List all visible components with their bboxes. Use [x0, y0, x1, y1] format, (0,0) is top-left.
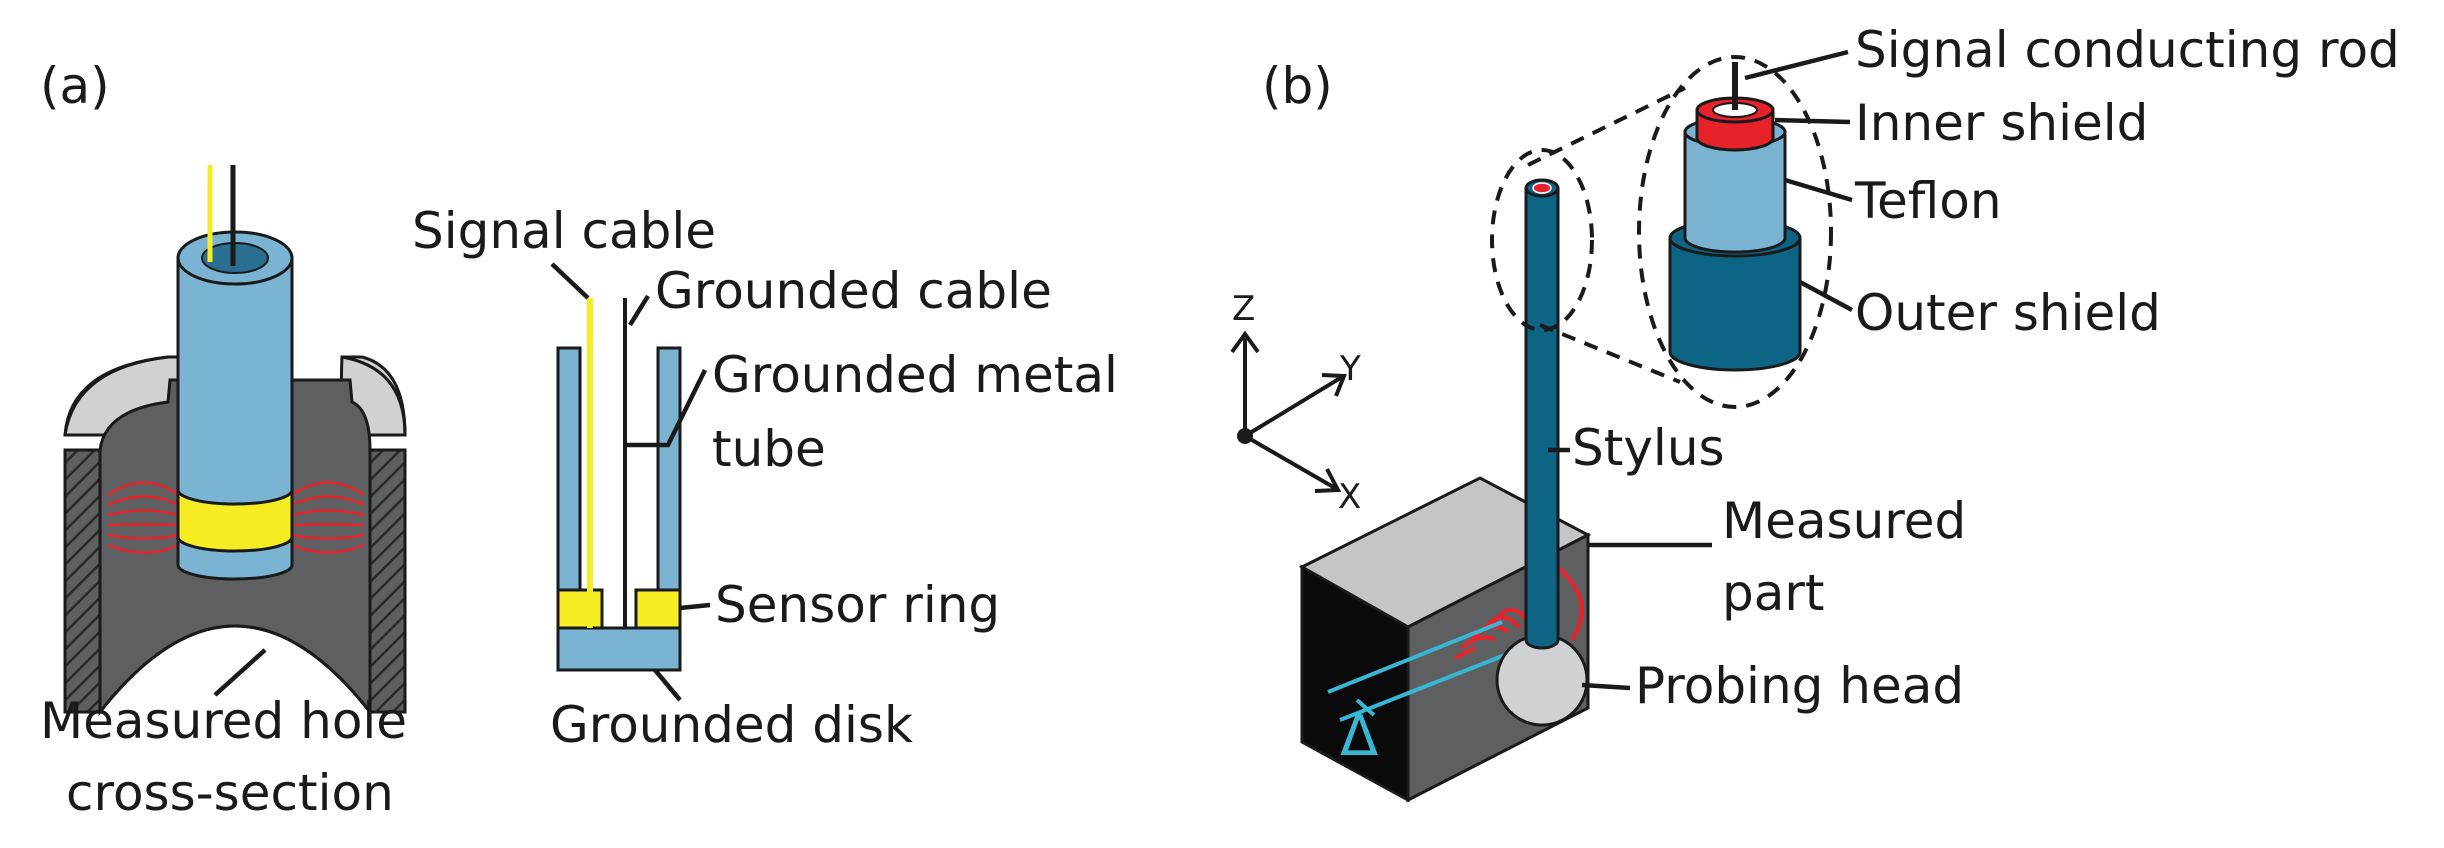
- axis-y-label: Y: [1339, 349, 1361, 389]
- measured-hole-cross-section: [63, 355, 407, 717]
- gap-dimension-arrow: [1355, 698, 1376, 717]
- label-measured-part-1: Measured: [1722, 492, 1966, 550]
- label-measured-hole-1: Measured hole: [40, 692, 407, 750]
- coordinate-axes: Z Y X: [1230, 289, 1361, 517]
- leader-grounded-metal-tube: [625, 369, 708, 448]
- field-line-right-6: [291, 543, 365, 554]
- zoom-callout: [1490, 55, 1833, 409]
- grounded-disk-shape: [556, 626, 682, 672]
- probe-sensor-ring: [176, 489, 294, 553]
- field-line-left-2: [107, 495, 179, 507]
- field-line-left-4: [107, 523, 179, 527]
- sensor-ring-right: [634, 588, 682, 630]
- label-stylus: Stylus: [1572, 419, 1725, 477]
- field-line-left-1: [107, 481, 179, 497]
- axis-y-arrow: [1321, 373, 1347, 397]
- label-measured-hole-2: cross-section: [66, 764, 394, 822]
- axis-y-line: [1243, 375, 1344, 438]
- label-grounded-metal-tube-2: tube: [712, 420, 826, 478]
- zoom-ellipse-small: [1490, 148, 1594, 332]
- field-line-right-2: [291, 495, 365, 507]
- hole-bottom-arch: [98, 624, 372, 713]
- panel-a: (a): [40, 57, 1118, 822]
- teflon-shape: [1683, 130, 1787, 254]
- field-line-left-5: [107, 533, 179, 540]
- leader-signal-conducting-rod: [1744, 49, 1849, 81]
- field-arc-6: [1553, 563, 1584, 642]
- field-line-left-3: [107, 509, 179, 517]
- zoom-line-bottom: [1539, 323, 1681, 384]
- leader-probing-head: [1581, 682, 1631, 691]
- leader-signal-cable: [550, 262, 590, 300]
- probe-tube-body: [176, 256, 294, 581]
- axis-x-line: [1243, 434, 1337, 490]
- field-arc-2: [1460, 635, 1496, 650]
- stylus-top-detail: [1532, 182, 1552, 194]
- leader-grounded-cable: [628, 294, 650, 327]
- panel-b-label: (b): [1262, 57, 1333, 115]
- label-grounded-metal-tube-1: Grounded metal: [712, 346, 1118, 404]
- stylus-body: [1524, 186, 1560, 650]
- leader-teflon: [1784, 177, 1853, 203]
- probe-cross-section: [556, 298, 682, 672]
- hole-left-wall: [63, 448, 102, 714]
- electric-field-lines: [107, 481, 365, 554]
- label-measured-part-2: part: [1722, 564, 1825, 622]
- axis-origin: [1237, 428, 1253, 444]
- delta-symbol: Δ: [1340, 704, 1378, 769]
- hole-top-edge: [63, 355, 407, 436]
- tube-wall-right: [656, 346, 682, 592]
- field-line-left-6: [107, 543, 179, 554]
- leader-inner-shield: [1774, 117, 1851, 125]
- label-sensor-ring: Sensor ring: [715, 576, 1000, 634]
- axis-x-arrow: [1314, 468, 1342, 493]
- tube-wall-left: [556, 346, 582, 592]
- panel-b: (b) Z Y X: [1230, 21, 2400, 803]
- gap-indicator: [1327, 620, 1506, 722]
- leader-outer-shield: [1798, 280, 1854, 312]
- axis-z-label: Z: [1232, 289, 1255, 329]
- field-line-right-3: [291, 509, 365, 517]
- label-inner-shield: Inner shield: [1855, 94, 2148, 152]
- leader-sensor-ring: [679, 602, 711, 611]
- label-grounded-disk: Grounded disk: [550, 696, 913, 754]
- axis-x-label: X: [1338, 477, 1361, 517]
- coaxial-stylus-enlarged: [1668, 62, 1802, 372]
- field-line-right-4: [291, 523, 365, 527]
- label-signal-conducting-rod: Signal conducting rod: [1855, 21, 2400, 79]
- label-outer-shield: Outer shield: [1855, 284, 2161, 342]
- field-arc-1: [1454, 646, 1476, 660]
- label-teflon: Teflon: [1854, 172, 2002, 230]
- field-line-right-1: [291, 481, 365, 497]
- leader-grounded-disk: [653, 668, 682, 702]
- outer-shield-shape: [1668, 236, 1802, 372]
- hole-right-wall: [368, 448, 407, 714]
- axis-z-arrow: [1230, 330, 1260, 354]
- sensor-ring-left: [556, 588, 604, 630]
- probe-tube-3d: [176, 165, 294, 581]
- stylus-rod: [1524, 178, 1560, 650]
- label-probing-head: Probing head: [1635, 657, 1964, 715]
- zoom-ellipse-large: [1637, 55, 1833, 409]
- label-grounded-cable: Grounded cable: [655, 262, 1052, 320]
- label-signal-cable: Signal cable: [412, 202, 716, 260]
- gap-line-upper: [1327, 620, 1503, 694]
- leader-measured-hole: [213, 648, 267, 697]
- field-line-right-5: [291, 533, 365, 540]
- zoom-line-top: [1527, 86, 1686, 167]
- panel-a-label: (a): [40, 57, 110, 115]
